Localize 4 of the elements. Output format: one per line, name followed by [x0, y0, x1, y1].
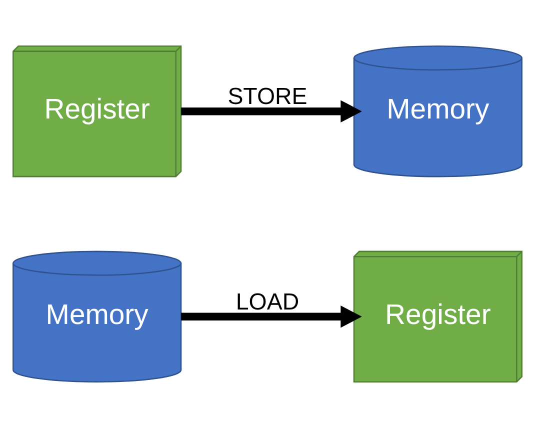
edge-label: STORE	[228, 83, 308, 110]
edge-label: LOAD	[236, 288, 300, 314]
arrow	[181, 100, 362, 122]
arrow	[181, 305, 362, 328]
